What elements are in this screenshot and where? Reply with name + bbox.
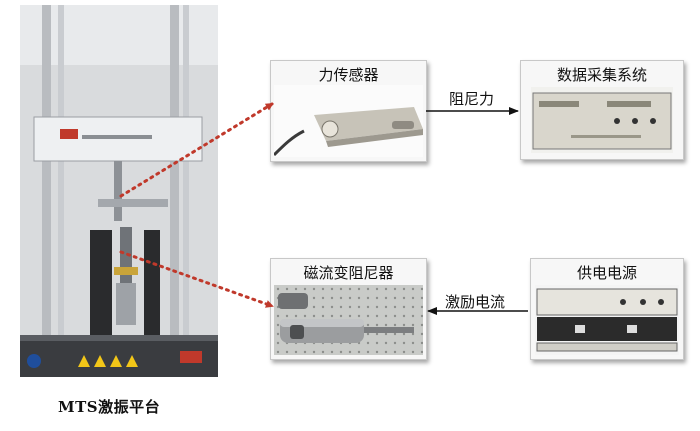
data-acquisition-drawing bbox=[532, 92, 672, 150]
mr-damper-photo bbox=[274, 285, 423, 355]
data-acquisition-photo bbox=[531, 87, 673, 153]
power-supply-drawing bbox=[536, 288, 678, 352]
data-acquisition-title: 数据采集系统 bbox=[556, 66, 647, 84]
rig-to-mr-damper-arrow bbox=[119, 250, 274, 308]
power-supply-photo bbox=[535, 285, 679, 355]
damping-force-label: 阻尼力 bbox=[449, 90, 495, 108]
mts-platform-drawing bbox=[20, 5, 218, 377]
power-supply-title: 供电电源 bbox=[576, 264, 637, 282]
force-sensor-drawing bbox=[274, 107, 423, 157]
excitation-current-label: 激励电流 bbox=[445, 293, 506, 311]
force-sensor-title: 力传感器 bbox=[318, 66, 379, 84]
mr-damper-title: 磁流变阻尼器 bbox=[303, 264, 394, 282]
data-acquisition-box: 数据采集系统 bbox=[520, 60, 684, 160]
mr-damper-box: 磁流变阻尼器 bbox=[270, 258, 427, 360]
power-supply-box: 供电电源 bbox=[530, 258, 684, 360]
rig-to-force-sensor-arrow bbox=[119, 102, 274, 198]
mts-platform-photo bbox=[20, 5, 218, 377]
mts-platform-label: MTS激振平台 bbox=[58, 398, 161, 416]
mr-damper-drawing bbox=[274, 285, 423, 355]
force-sensor-photo bbox=[274, 85, 423, 157]
